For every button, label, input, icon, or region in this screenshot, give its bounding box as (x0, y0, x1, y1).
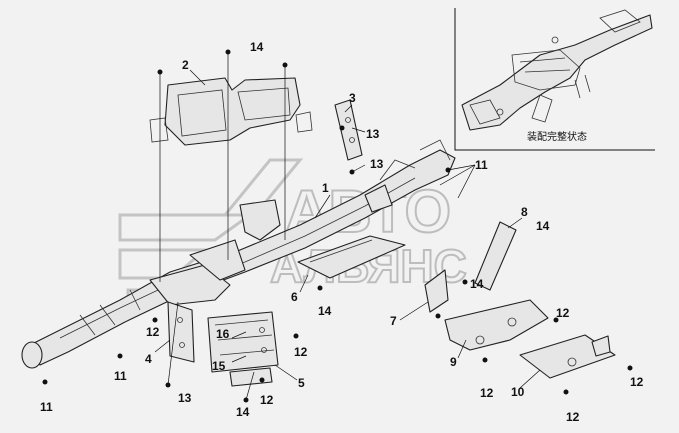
callout-13-a: 13 (366, 127, 380, 141)
callout-7: 7 (390, 314, 397, 328)
callout-labels: 1 2 3 4 5 6 7 8 9 10 11 11 11 12 12 12 1… (40, 40, 644, 424)
callout-14-top: 14 (250, 40, 264, 54)
callout-13-b: 13 (370, 157, 384, 171)
callout-12-g: 12 (566, 410, 580, 424)
callout-14-right: 14 (470, 277, 484, 291)
callout-6: 6 (291, 290, 298, 304)
callout-1: 1 (322, 181, 329, 195)
callout-9: 9 (450, 355, 457, 369)
callout-13-c: 13 (178, 391, 192, 405)
assembled-state-inset: 装配完整状态 (454, 8, 655, 151)
callout-2: 2 (182, 58, 189, 72)
callout-14-far-right: 14 (536, 219, 550, 233)
part-tray-bracket (297, 235, 406, 279)
part-support-bracket (207, 311, 279, 387)
callout-8: 8 (521, 205, 528, 219)
part-cross-car-beam (21, 139, 456, 369)
callout-11-left: 11 (114, 369, 127, 383)
callout-16: 16 (216, 327, 230, 341)
main-exploded-view: 1 2 3 4 5 6 7 8 9 10 11 11 11 12 12 12 1… (21, 40, 644, 424)
part-small-bracket (424, 269, 449, 313)
inset-caption: 装配完整状态 (527, 130, 587, 143)
callout-12-a: 12 (146, 325, 160, 339)
part-vertical-support (474, 221, 517, 291)
callout-12-f: 12 (630, 375, 644, 389)
callout-14-bottom: 14 (236, 405, 250, 419)
part-side-bracket (334, 99, 363, 161)
part-plate-bracket (167, 301, 195, 363)
leader-lines (154, 69, 541, 389)
fastener-dots (42, 49, 633, 403)
callout-10: 10 (511, 385, 525, 399)
callout-11-bottom: 11 (40, 400, 53, 414)
part-lower-bracket (444, 299, 549, 351)
inset-assembly-drawing (461, 9, 653, 131)
callout-12-d: 12 (556, 306, 570, 320)
assembly-lines (159, 52, 286, 401)
callout-12-c: 12 (260, 393, 274, 407)
part-cluster-bracket (149, 77, 313, 146)
callout-5: 5 (298, 376, 305, 390)
callout-11-top: 11 (475, 158, 488, 172)
part-base-plate (519, 334, 616, 379)
callout-12-b: 12 (294, 345, 308, 359)
callout-14-mid: 14 (318, 304, 332, 318)
callout-12-e: 12 (480, 386, 494, 400)
callout-3: 3 (349, 91, 356, 105)
callout-15: 15 (212, 359, 226, 373)
callout-4: 4 (145, 352, 152, 366)
